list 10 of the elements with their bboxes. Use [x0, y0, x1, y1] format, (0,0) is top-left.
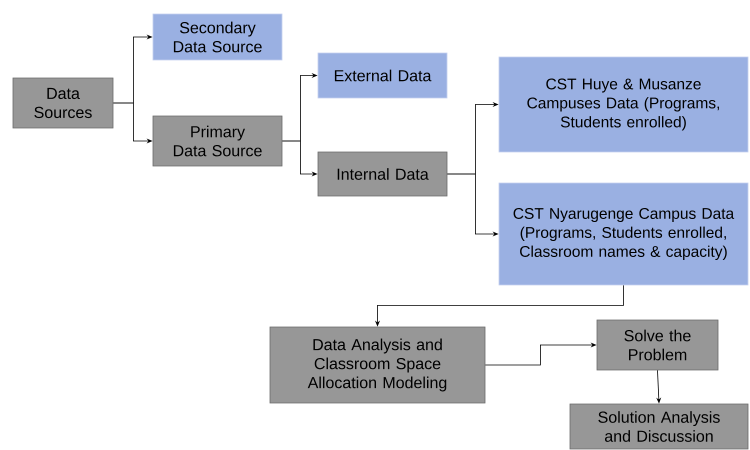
process-box: Primary Data Source: [152, 116, 282, 166]
data-box: CST Nyarugenge Campus Data (Programs, Students enrolled, Classroom names & capacity): [498, 182, 748, 286]
data-box: CST Huye & Musanze Campuses Data (Programs, Students enrolled): [498, 56, 748, 152]
data-box: External Data: [318, 52, 448, 98]
data-box: Secondary Data Source: [152, 14, 282, 60]
process-box: Solution Analysis and Discussion: [570, 404, 748, 450]
process-box: Data Analysis and Classroom Space Allocation Modeling: [270, 326, 486, 404]
process-box: Data Sources: [12, 78, 114, 128]
process-box: Internal Data: [318, 152, 448, 196]
process-box: Solve the Problem: [596, 320, 718, 370]
